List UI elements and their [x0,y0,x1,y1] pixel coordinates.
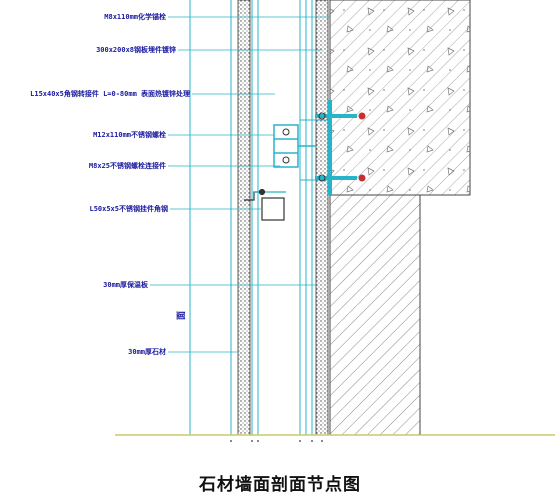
anchor-bolt-upper [315,112,366,120]
embedded-plate [328,100,332,195]
angle-connector [273,124,316,168]
annotation-hanger-angle: L50x5x5不锈钢挂件角钢 [89,204,168,213]
annotation-bolt-connector: M8x25不锈钢螺栓连接件 [89,161,166,170]
leader-lines [150,16,330,353]
annotation-insulation: 30mm厚保温板 [103,280,149,289]
annotation-stainless-bolt: M12x110mm不锈钢螺栓 [93,130,166,139]
stone-panel [237,0,251,436]
construction-lines [189,0,330,435]
annotation-chemical-anchor: M8x110mm化学锚栓 [104,12,166,21]
drawing-caption: 石材墙面剖面节点图 [199,475,361,495]
annotation-angle-connector: L15x40x5角钢转接件 L=0-80mm 表面热镀锌处理 [30,89,190,98]
structural-wall [329,194,421,436]
annotation-embedded-plate: 300x200x8钢板埋件镀锌 [96,45,176,54]
annotation-stone: 30mm厚石材 [128,347,166,356]
insulation-board [315,0,329,436]
anchor-bolt-lower [315,174,366,182]
vertical-label: 面 [176,311,187,320]
annotations: M8x110mm化学锚栓 300x200x8钢板埋件镀锌 L15x40x5角钢转… [30,12,190,356]
ground-line [115,434,555,442]
concrete-slab [329,0,471,196]
